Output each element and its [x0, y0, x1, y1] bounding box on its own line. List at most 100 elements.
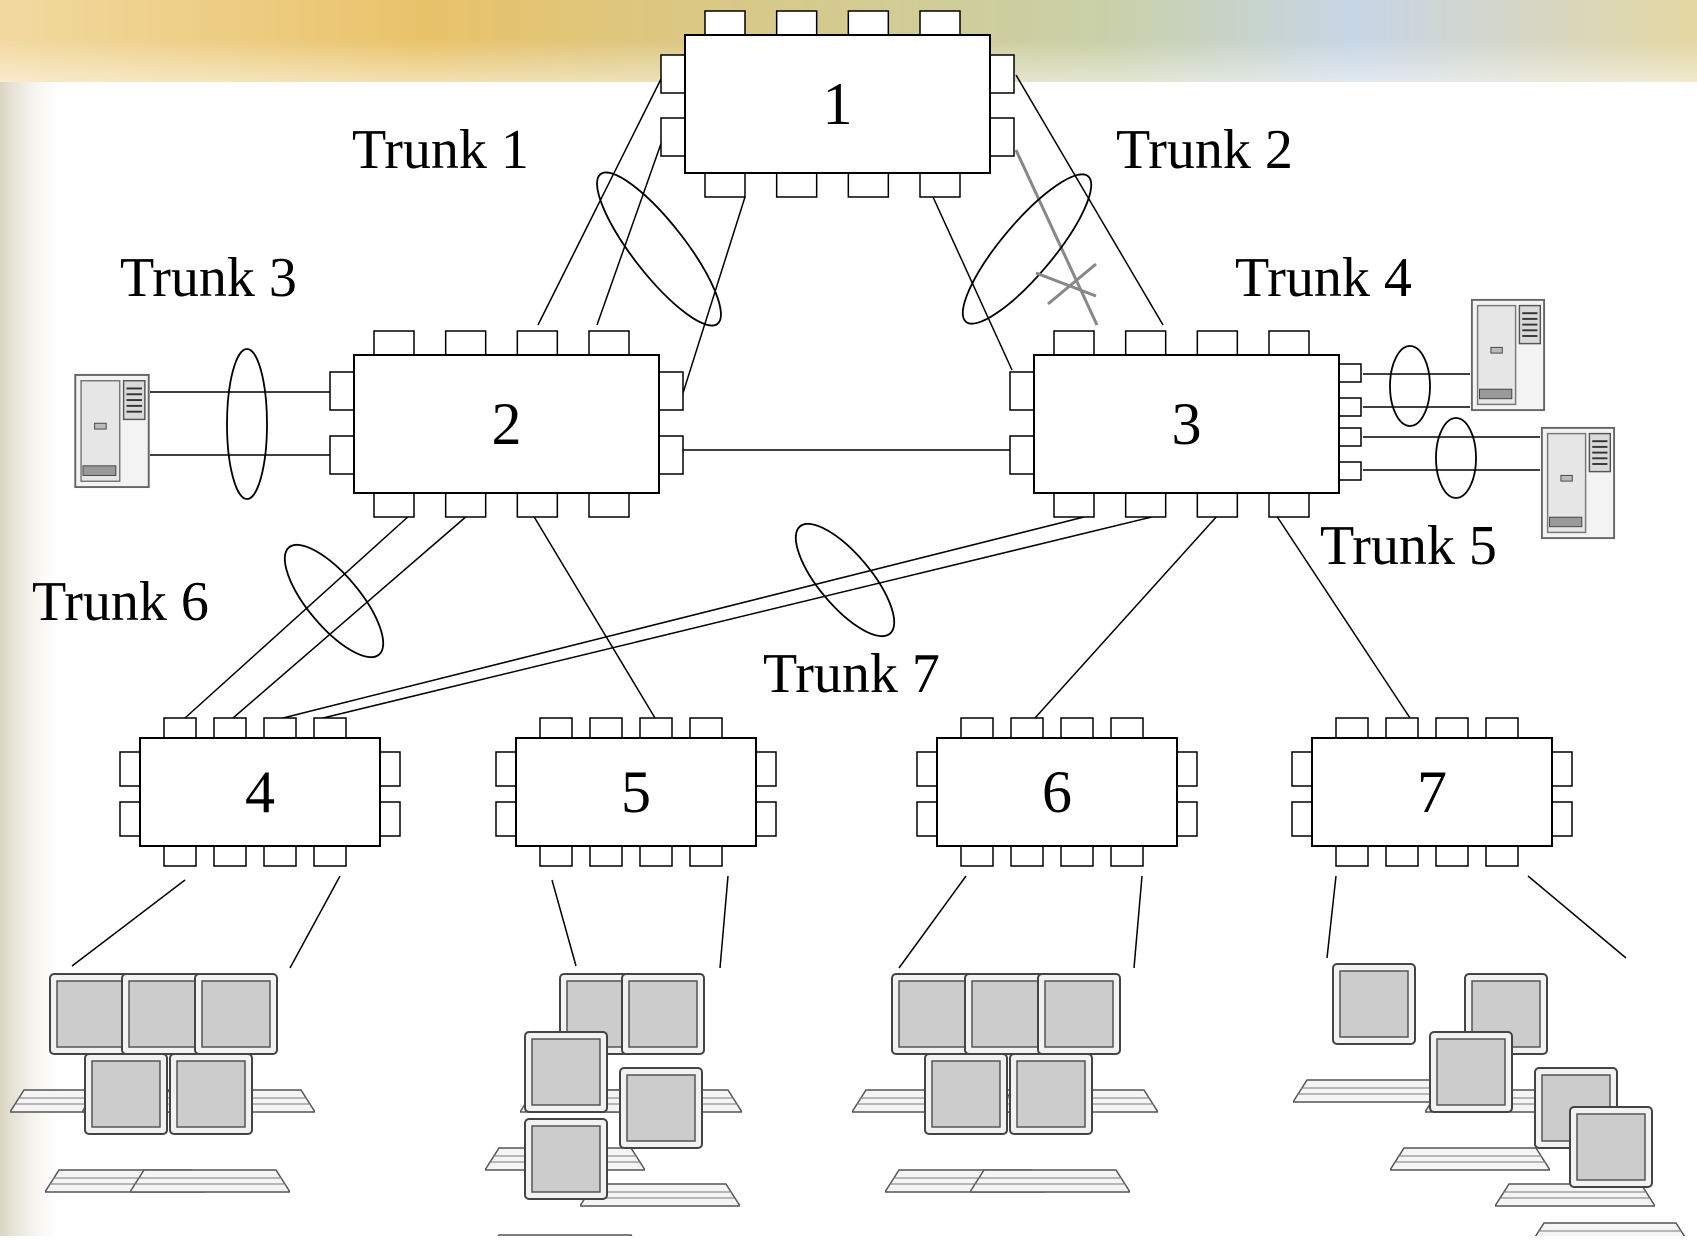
switch-port	[960, 845, 994, 867]
switch-port	[1268, 330, 1310, 356]
switch-port	[379, 801, 401, 837]
switch-3-label: 3	[1172, 391, 1202, 457]
switch-port	[213, 845, 247, 867]
switch-port	[1485, 845, 1519, 867]
switch-port	[1338, 397, 1362, 417]
switch-port	[639, 717, 673, 739]
trunk-6-bundle	[283, 543, 385, 659]
switch-port	[1124, 330, 1167, 356]
trunk-6-link-b	[232, 514, 469, 719]
switch-port	[1009, 371, 1035, 411]
switch-port	[539, 717, 573, 739]
switch-port	[588, 330, 630, 356]
switch-4: 4	[119, 717, 401, 867]
switch-body	[1311, 737, 1553, 847]
switch-port	[1053, 492, 1095, 518]
trunk-1-link-c	[682, 196, 746, 394]
switch-port	[539, 845, 573, 867]
switch-body	[936, 737, 1178, 847]
trunk-4-label: Trunk 4	[1235, 247, 1412, 309]
switch-body	[1033, 354, 1340, 494]
switch-1-label: 1	[823, 71, 853, 137]
switch-port	[960, 717, 994, 739]
drop-4b	[289, 875, 341, 969]
switch-port	[989, 117, 1015, 157]
switch-body	[684, 34, 991, 174]
switch-body	[515, 737, 757, 847]
switch-port	[495, 801, 517, 837]
switch-7-label: 7	[1417, 759, 1447, 825]
switch-port	[1196, 492, 1239, 518]
switch-port	[775, 10, 818, 36]
switch-port	[1338, 363, 1362, 383]
switch-port	[588, 492, 630, 518]
switch-4-label: 4	[245, 759, 275, 825]
switch-port	[589, 717, 623, 739]
trunk-labels: Trunk 1 Trunk 2 Trunk 3 Trunk 4 Trunk 5 …	[32, 119, 1497, 705]
switch-port	[1176, 751, 1198, 787]
switch-port	[516, 492, 559, 518]
switch-port	[847, 10, 890, 36]
switch-port	[163, 717, 197, 739]
trunk-2-bundle	[961, 173, 1093, 325]
switch-port	[704, 172, 746, 198]
switch-port	[263, 717, 297, 739]
switch-port	[689, 717, 723, 739]
switch-port	[658, 435, 684, 475]
drop-5b	[719, 875, 729, 969]
switch-port	[379, 751, 401, 787]
switch-5-label: 5	[621, 759, 651, 825]
server-icon	[1540, 426, 1616, 540]
trunk-1-bundle	[596, 171, 722, 327]
switch-port	[1551, 801, 1573, 837]
blocked-x-icon	[1035, 262, 1097, 306]
switch-port	[704, 10, 746, 36]
switch-port	[689, 845, 723, 867]
switch-body	[353, 354, 660, 494]
switch-port	[1053, 330, 1095, 356]
switch-port	[163, 845, 197, 867]
trunk-7-bundle	[794, 522, 896, 638]
link-3-6	[1034, 514, 1219, 719]
links	[71, 74, 1627, 969]
switch-port	[775, 172, 818, 198]
switch-port	[639, 845, 673, 867]
switch-6: 6	[916, 717, 1198, 867]
switch-port	[373, 330, 415, 356]
switch-port	[495, 751, 517, 787]
switch-port	[916, 801, 938, 837]
switch-port	[916, 751, 938, 787]
drop-4a	[71, 879, 186, 967]
switch-port	[313, 717, 347, 739]
switch-port	[516, 330, 559, 356]
switch-port	[1338, 461, 1362, 481]
switch-3: 3	[1009, 330, 1362, 518]
switch-port	[589, 845, 623, 867]
server-icon	[1470, 298, 1546, 412]
switch-port	[1335, 845, 1369, 867]
trunk-4-bundle	[1389, 345, 1431, 427]
trunk-5-bundle	[1435, 417, 1477, 499]
trunk-6-label: Trunk 6	[32, 571, 209, 633]
workstations	[10, 963, 1690, 1241]
switch-port	[1435, 717, 1469, 739]
switch-port	[1338, 427, 1362, 447]
trunk-6-link-a	[184, 514, 411, 719]
drop-6b	[1133, 875, 1143, 969]
switch-port	[119, 751, 141, 787]
switch-port	[1110, 717, 1144, 739]
trunk-7-label: Trunk 7	[763, 643, 940, 705]
switch-port	[1060, 717, 1094, 739]
switch-port	[329, 371, 355, 411]
switch-port	[919, 172, 961, 198]
switch-port	[660, 117, 686, 157]
switch-port	[989, 54, 1015, 94]
switch-port	[755, 751, 777, 787]
drop-5a	[551, 879, 577, 967]
server-icon	[74, 373, 150, 489]
switch-port	[329, 435, 355, 475]
trunk-3-bundle	[226, 348, 268, 500]
switch-port	[1435, 845, 1469, 867]
